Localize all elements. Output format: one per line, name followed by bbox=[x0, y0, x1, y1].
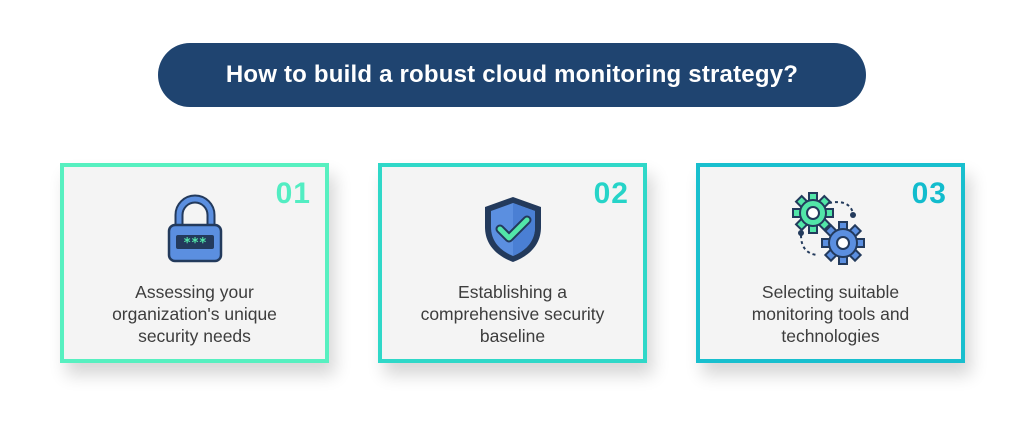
step-card-2: 02 Establishing a comprehensive security… bbox=[378, 163, 647, 363]
step-card-3: 03 bbox=[696, 163, 965, 363]
step-caption: Selecting suitable monitoring tools and … bbox=[751, 282, 910, 346]
shield-check-icon bbox=[477, 193, 549, 265]
page-title: How to build a robust cloud monitoring s… bbox=[158, 43, 866, 107]
password-mask-text: *** bbox=[183, 236, 207, 251]
step-number: 01 bbox=[275, 177, 311, 210]
gears-icon bbox=[791, 192, 867, 265]
padlock-password-icon: *** bbox=[159, 193, 231, 265]
step-number: 02 bbox=[593, 177, 629, 210]
step-caption: Establishing a comprehensive security ba… bbox=[420, 282, 605, 346]
step-card-1: 01 *** Assessing your organization's uni… bbox=[60, 163, 329, 363]
step-caption: Assessing your organization's unique sec… bbox=[112, 282, 277, 346]
step-number: 03 bbox=[911, 177, 947, 210]
